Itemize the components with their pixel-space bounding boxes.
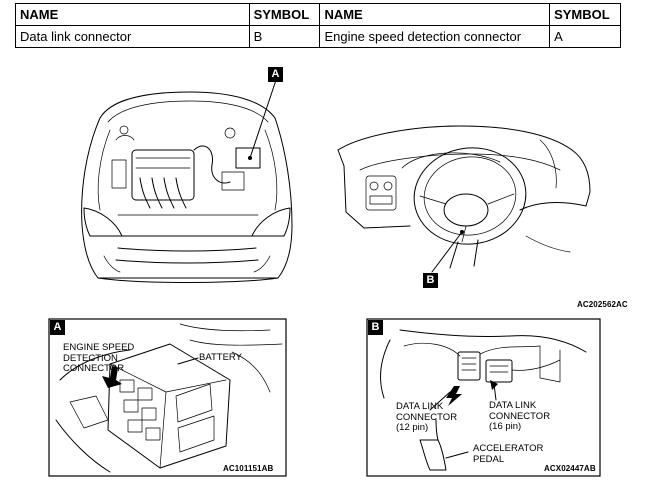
figure-code-overview: AC202562AC — [577, 300, 628, 309]
label-data-link-connector-12-pin: DATA LINK CONNECTOR (12 pin) — [396, 401, 458, 433]
label-engine-speed-connector: ENGINE SPEED DETECTION CONNECTOR — [63, 342, 135, 374]
detail-b-illustration — [366, 318, 601, 477]
cell-symbol-a: A — [549, 25, 621, 48]
car-engine-bay-illustration — [81, 79, 293, 283]
detail-a-illustration — [48, 318, 287, 477]
figure-code-detail-b: ACX02447AB — [544, 464, 596, 473]
label-battery: BATTERY — [199, 352, 242, 363]
label-accelerator-pedal: ACCELERATOR PEDAL — [473, 443, 544, 465]
callout-a-badge: A — [268, 67, 283, 82]
cell-symbol-b: B — [248, 25, 321, 48]
detail-b-badge: B — [368, 320, 383, 335]
dashboard-illustration — [337, 125, 591, 273]
callout-b-badge: B — [423, 273, 438, 288]
cell-name-data-link: Data link connector — [15, 25, 250, 48]
table-row: Data link connector B Engine speed detec… — [15, 25, 621, 48]
cell-name-engine-speed: Engine speed detection connector — [319, 25, 551, 48]
connector-table: NAME SYMBOL NAME SYMBOL Data link connec… — [15, 3, 621, 48]
detail-a-badge: A — [50, 320, 65, 335]
label-data-link-connector-16-pin: DATA LINK CONNECTOR (16 pin) — [489, 400, 551, 432]
figure-code-detail-a: AC101151AB — [223, 464, 274, 473]
